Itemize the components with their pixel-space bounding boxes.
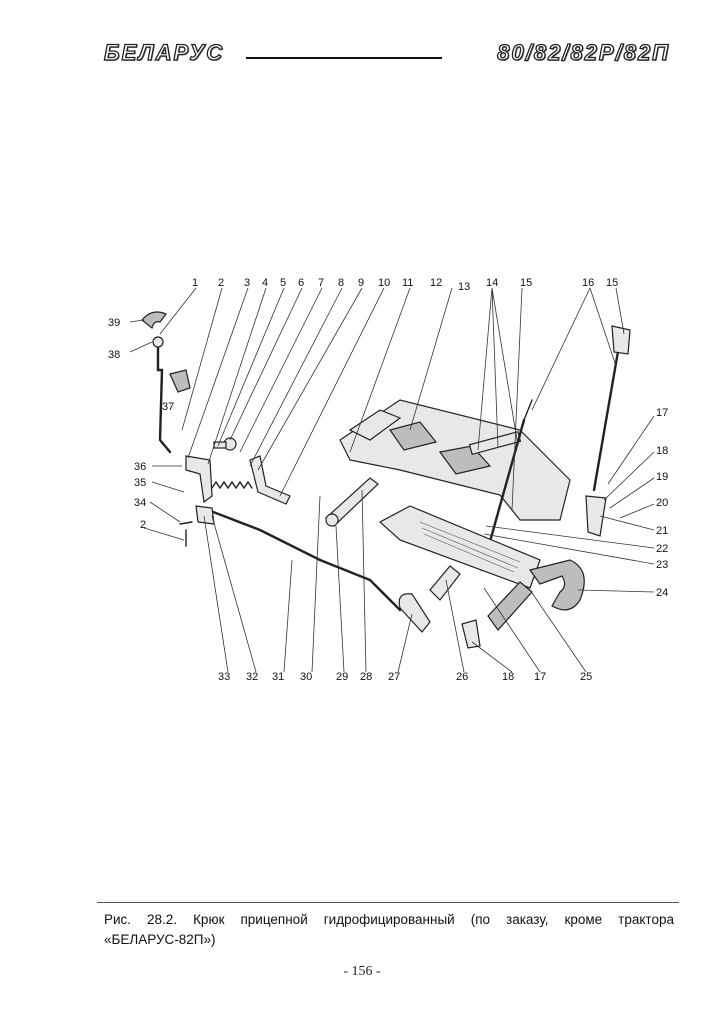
callout-8: 8 xyxy=(338,277,344,289)
callout-31: 31 xyxy=(272,671,284,683)
callout-10: 10 xyxy=(378,277,390,289)
callout-2: 2 xyxy=(218,277,224,289)
callout-2-b: 2 xyxy=(140,519,146,531)
callout-9: 9 xyxy=(358,277,364,289)
right-rod xyxy=(592,338,622,492)
callout-11: 11 xyxy=(402,277,413,289)
brand-title: БЕЛАРУС xyxy=(103,39,225,65)
rod-lever-bottom xyxy=(585,495,607,537)
housing-window xyxy=(389,421,438,451)
callout-29: 29 xyxy=(336,671,348,683)
control-rod xyxy=(156,346,172,454)
washer-ring xyxy=(325,513,339,527)
callout-34: 34 xyxy=(134,497,146,509)
callout-21: 21 xyxy=(656,525,668,537)
callout-30: 30 xyxy=(300,671,312,683)
rod-end xyxy=(523,399,533,421)
header-rule xyxy=(246,57,442,59)
callout-23: 23 xyxy=(656,559,668,571)
callout-3: 3 xyxy=(244,277,250,289)
roller-part xyxy=(429,565,461,601)
callout-13: 13 xyxy=(458,281,470,293)
callout-39: 39 xyxy=(108,317,120,329)
callout-15-b: 15 xyxy=(606,277,618,289)
callout-33: 33 xyxy=(218,671,230,683)
bracket-part xyxy=(169,369,191,393)
callout-labels: 1 2 3 4 5 6 7 8 9 10 11 12 13 14 15 16 1… xyxy=(108,277,668,683)
callout-17-b: 17 xyxy=(534,671,546,683)
callout-27: 27 xyxy=(388,671,400,683)
callout-20: 20 xyxy=(656,497,668,509)
callout-18-a: 18 xyxy=(656,445,668,457)
exploded-diagram: 1 2 3 4 5 6 7 8 9 10 11 12 13 14 15 16 1… xyxy=(100,270,690,690)
callout-36: 36 xyxy=(134,461,146,473)
callout-12: 12 xyxy=(430,277,442,289)
frame-part xyxy=(378,505,541,589)
leader-lines xyxy=(129,287,655,673)
callout-19: 19 xyxy=(656,471,668,483)
bolt-part xyxy=(213,441,227,449)
housing-flange xyxy=(348,409,402,441)
page-number: - 156 - xyxy=(343,964,381,979)
callout-37: 37 xyxy=(162,401,174,413)
small-link-part xyxy=(461,619,481,649)
arm-part xyxy=(249,455,291,505)
callout-4: 4 xyxy=(262,277,268,289)
callout-1: 1 xyxy=(192,277,198,289)
callout-17-a: 17 xyxy=(656,407,668,419)
pin-small xyxy=(179,521,193,525)
callout-32: 32 xyxy=(246,671,258,683)
callout-25: 25 xyxy=(580,671,592,683)
callout-14: 14 xyxy=(486,277,498,289)
link-part xyxy=(398,593,431,633)
callout-15-a: 15 xyxy=(520,277,532,289)
callout-24: 24 xyxy=(656,587,668,599)
callout-6: 6 xyxy=(298,277,304,289)
page-header: БЕЛАРУС 80/82/82Р/82П xyxy=(103,36,670,70)
washer-part xyxy=(152,336,164,348)
callout-22: 22 xyxy=(656,543,668,555)
frame-hatching xyxy=(419,521,521,573)
rod-eye-top xyxy=(611,325,631,355)
hook-part xyxy=(528,559,585,611)
handle-part xyxy=(141,311,167,330)
model-list: 80/82/82Р/82П xyxy=(497,39,670,65)
callout-7: 7 xyxy=(318,277,324,289)
callout-38: 38 xyxy=(108,349,120,361)
callout-26: 26 xyxy=(456,671,468,683)
caption-rule xyxy=(97,902,679,903)
callout-35: 35 xyxy=(134,477,146,489)
spring-part xyxy=(211,480,253,490)
callout-5: 5 xyxy=(280,277,286,289)
lever-part xyxy=(185,455,213,504)
figure-caption: Рис. 28.2. Крюк прицепной гидрофицирован… xyxy=(104,912,674,947)
callout-28: 28 xyxy=(360,671,372,683)
diagram-parts xyxy=(141,311,631,649)
long-rod xyxy=(206,508,402,612)
diagram-svg: 1 2 3 4 5 6 7 8 9 10 11 12 13 14 15 16 1… xyxy=(108,277,668,683)
cylinder-part xyxy=(487,581,533,631)
callout-18-b: 18 xyxy=(502,671,514,683)
callout-16: 16 xyxy=(582,277,594,289)
